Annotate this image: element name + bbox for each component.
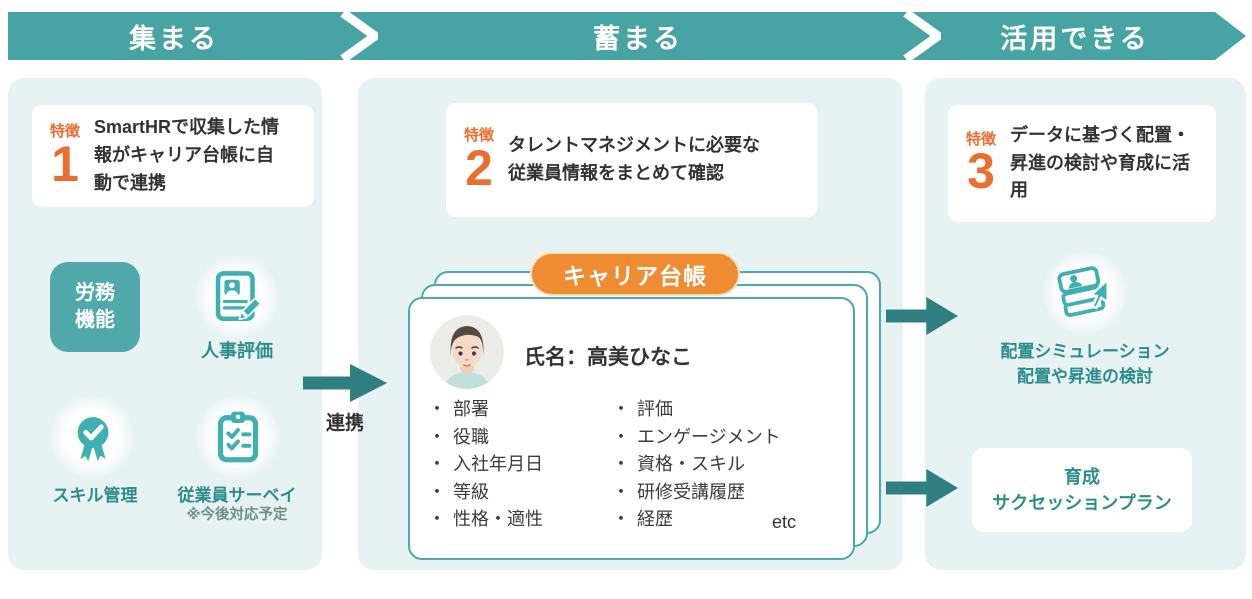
- employee-survey-label: 従業員サーベイ: [177, 486, 297, 505]
- skill-badge-icon: [77, 417, 109, 462]
- plan-box-line1: 育成: [1064, 467, 1100, 487]
- feature-text: SmartHRで収集した情報がキャリア台帳に自動で連携: [94, 117, 280, 193]
- ledger-field-item: 入社年月日: [428, 451, 603, 479]
- ledger-field-item: 研修受講履歴: [612, 479, 847, 507]
- survey-note: ※今後対応予定: [186, 507, 288, 523]
- employee-name: 氏名：高美ひなこ: [524, 346, 692, 369]
- banner-step-store: 蓄まる: [373, 12, 903, 60]
- placement-simulation-title: 配置シミュレーション: [1000, 342, 1170, 361]
- feature-number: 1: [51, 135, 79, 192]
- succession-plan-box: 育成 サクセッションプラン: [972, 448, 1192, 532]
- ledger-etc-label: etc: [772, 512, 797, 532]
- feature-number: 2: [465, 139, 493, 196]
- feature-card-2: 特徴 2 タレントマネジメントに必要な従業員情報をまとめて確認: [446, 103, 817, 217]
- ledger-field-item: 等級: [428, 479, 603, 507]
- ledger-field-item: 部署: [428, 396, 603, 424]
- chevron-separator-icon: [338, 12, 378, 60]
- feature-text: データに基づく配置・昇進の検討や育成に活用: [1010, 124, 1191, 201]
- survey-clipboard-icon: [217, 411, 259, 463]
- banner-step-label: 蓄まる: [593, 23, 683, 54]
- feature-number-block: 特徴 3: [966, 130, 997, 199]
- ledger-field-item: 資格・スキル: [612, 451, 847, 479]
- feature-text: タレントマネジメントに必要な従業員情報をまとめて確認: [508, 135, 761, 183]
- labor-box-line2: 機能: [75, 309, 115, 331]
- ledger-field-item: 役職: [428, 424, 603, 452]
- feature-tag: 特徴: [966, 130, 997, 148]
- ledger-field-item: エンゲージメント: [612, 424, 847, 452]
- feature-tag: 特徴: [50, 123, 81, 140]
- ledger-field-item: 評価: [612, 396, 847, 424]
- banner-step-gather: 集まる: [8, 12, 340, 60]
- feature-card-1: 特徴 1 SmartHRで収集した情報がキャリア台帳に自動で連携: [32, 105, 314, 207]
- ledger-fields-left: 部署役職入社年月日等級性格・適性: [428, 396, 603, 534]
- career-ledger-pill: キャリア台帳: [530, 252, 740, 296]
- hr-evaluation-icon: [215, 271, 262, 322]
- avatar: [430, 315, 504, 389]
- ledger-field-item: 経歴: [612, 506, 847, 534]
- ledger-field-item: 性格・適性: [428, 506, 603, 534]
- chevron-separator-icon: [901, 12, 941, 60]
- placement-simulation-icon: [1057, 266, 1109, 317]
- banner-step-utilize: 活用できる: [935, 12, 1215, 60]
- placement-simulation-text: 配置シミュレーション 配置や昇進の検討: [965, 339, 1205, 389]
- feature-number-block: 特徴 1: [50, 123, 81, 192]
- labor-box-line1: 労務: [75, 282, 115, 304]
- skill-management-label: スキル管理: [52, 486, 138, 505]
- process-banner: 集まる 蓄まる 活用できる: [8, 12, 1246, 60]
- feature-number-block: 特徴 2: [464, 127, 495, 196]
- link-arrow-label: 連携: [325, 413, 364, 434]
- placement-simulation-subtitle: 配置や昇進の検討: [1017, 367, 1153, 386]
- plan-box-line2: サクセッションプラン: [992, 493, 1172, 513]
- banner-step-label: 集まる: [129, 23, 219, 54]
- labor-functions-box: 労務 機能: [50, 262, 140, 352]
- career-ledger-pill-label: キャリア台帳: [563, 263, 707, 289]
- feature-tag: 特徴: [464, 127, 495, 144]
- banner-step-label: 活用できる: [1000, 23, 1150, 54]
- feature-card-3: 特徴 3 データに基づく配置・昇進の検討や育成に活用: [948, 105, 1216, 222]
- ledger-fields-right: 評価エンゲージメント資格・スキル研修受講履歴経歴: [612, 396, 847, 534]
- hr-evaluation-label: 人事評価: [201, 341, 273, 361]
- feature-number: 3: [967, 143, 995, 199]
